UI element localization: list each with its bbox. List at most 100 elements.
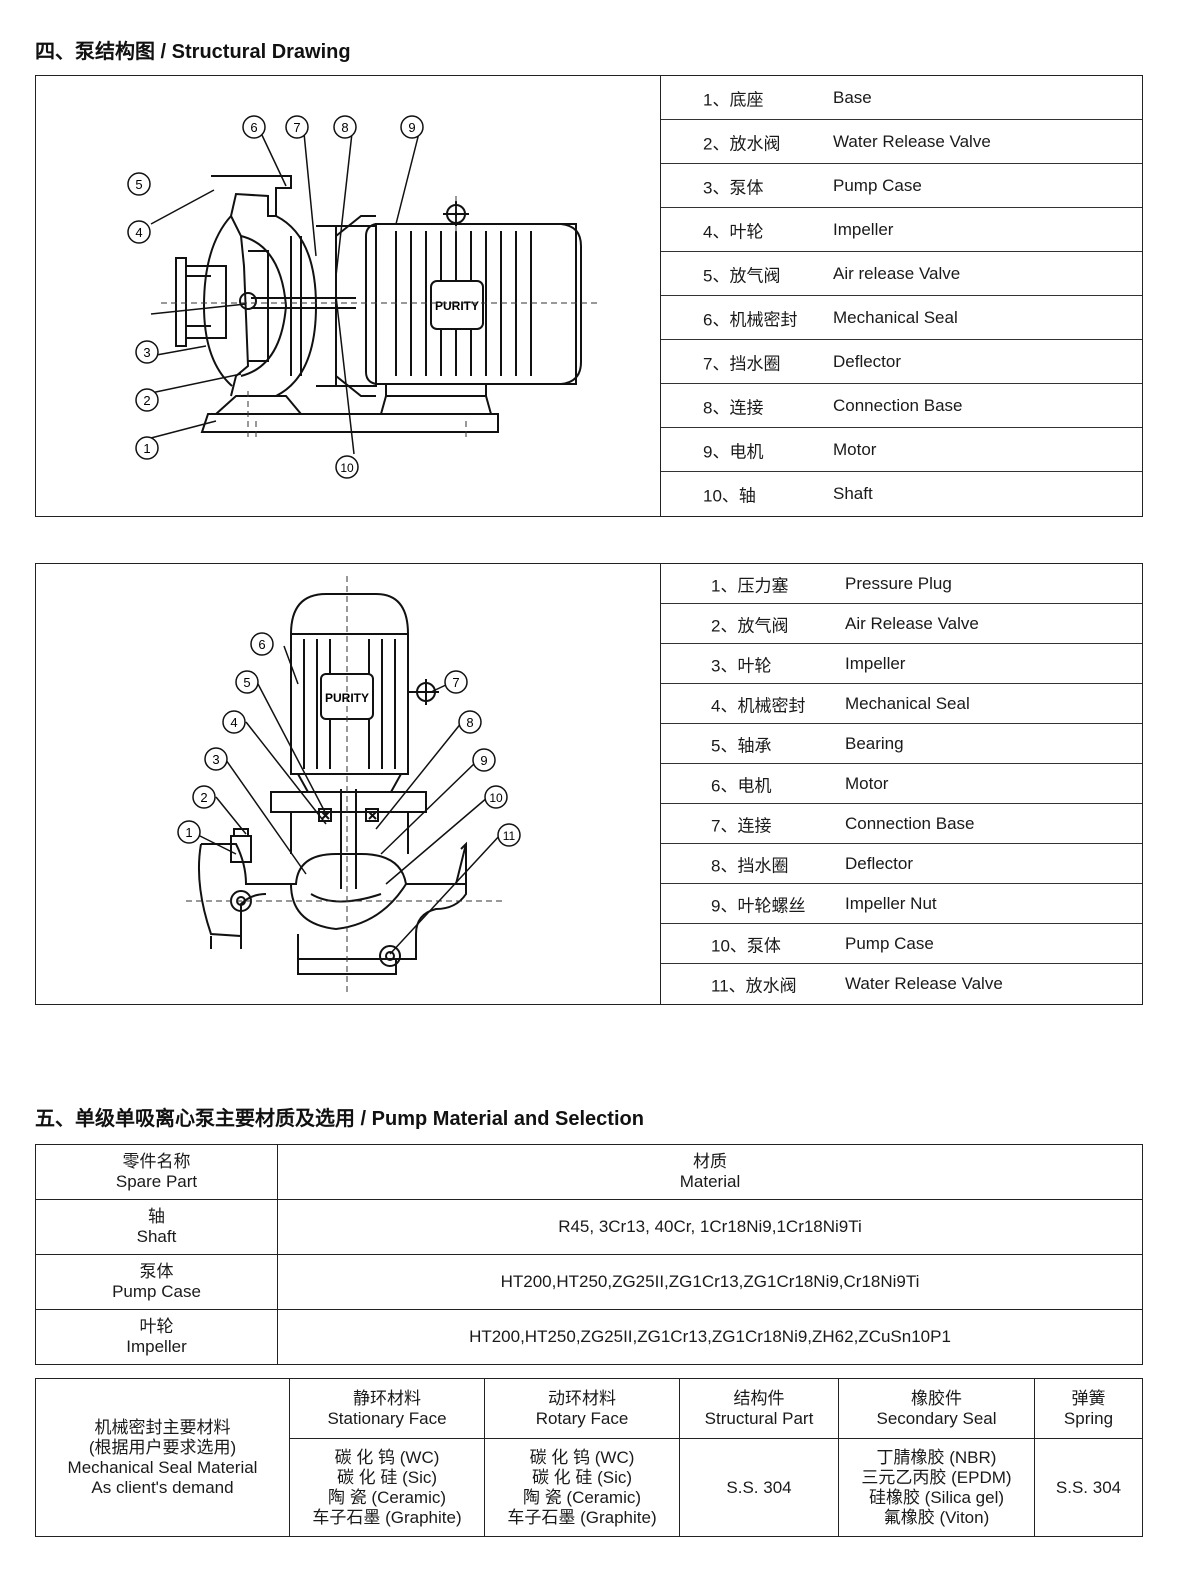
vertical-pump-drawing: PURITY 1 2 3 4 5 6 7 8 9 10 11 xyxy=(36,564,661,1004)
callout-9: 9 xyxy=(399,114,425,145)
svg-text:8: 8 xyxy=(341,120,348,135)
material-cell: HT200,HT250,ZG25II,ZG1Cr13,ZG1Cr18Ni9,ZH… xyxy=(277,1309,1143,1365)
vertical-pump-diagram: PURITY xyxy=(186,576,506,996)
callout-1: 1 xyxy=(176,819,202,850)
callout-4: 4 xyxy=(126,219,152,250)
callout-4: 4 xyxy=(221,709,247,740)
callout-9: 9 xyxy=(471,747,497,778)
mechanical-seal-table: 机械密封主要材料(根据用户要求选用)Mechanical Seal Materi… xyxy=(35,1378,1143,1537)
svg-text:7: 7 xyxy=(452,675,459,690)
callout-7: 7 xyxy=(443,669,469,700)
brand-logo: PURITY xyxy=(435,299,479,313)
callout-2: 2 xyxy=(134,387,160,418)
section-title-structural-drawing: 四、泵结构图 / Structural Drawing xyxy=(35,41,351,63)
seal-header-row: 机械密封主要材料(根据用户要求选用)Mechanical Seal Materi… xyxy=(35,1378,1143,1537)
svg-text:9: 9 xyxy=(408,120,415,135)
callout-2: 2 xyxy=(191,784,217,815)
svg-text:10: 10 xyxy=(489,791,503,805)
svg-text:11: 11 xyxy=(503,829,516,843)
callout-11: 11 xyxy=(496,822,522,853)
spring-value: S.S. 304 xyxy=(1034,1438,1143,1537)
secondary-seal-values: 丁腈橡胶 (NBR)三元乙丙胶 (EPDM)硅橡胶 (Silica gel)氟橡… xyxy=(838,1438,1035,1537)
horizontal-pump-drawing: PURITY 5 4 3 2 1 6 7 8 9 10 xyxy=(36,76,661,516)
callout-6: 6 xyxy=(249,631,275,662)
callout-1: 1 xyxy=(134,435,160,466)
svg-text:8: 8 xyxy=(466,715,473,730)
svg-text:3: 3 xyxy=(143,345,150,360)
section-title-material-selection: 五、单级单吸离心泵主要材质及选用 / Pump Material and Sel… xyxy=(35,1108,644,1130)
svg-text:5: 5 xyxy=(135,177,142,192)
svg-text:4: 4 xyxy=(230,715,237,730)
rotary-face-values: 碳 化 钨 (WC)碳 化 硅 (Sic)陶 瓷 (Ceramic)车子石墨 (… xyxy=(484,1438,680,1537)
svg-text:1: 1 xyxy=(185,825,192,840)
callout-3: 3 xyxy=(134,339,160,370)
svg-text:2: 2 xyxy=(200,790,207,805)
callout-8: 8 xyxy=(457,709,483,740)
callout-5: 5 xyxy=(126,171,152,202)
seal-label-cell: 机械密封主要材料(根据用户要求选用)Mechanical Seal Materi… xyxy=(35,1378,290,1537)
svg-text:4: 4 xyxy=(135,225,142,240)
structural-part-value: S.S. 304 xyxy=(679,1438,839,1537)
callout-10: 10 xyxy=(334,454,360,485)
callout-7: 7 xyxy=(284,114,310,145)
svg-text:5: 5 xyxy=(243,675,250,690)
svg-text:9: 9 xyxy=(480,753,487,768)
svg-text:6: 6 xyxy=(250,120,257,135)
svg-text:2: 2 xyxy=(143,393,150,408)
callout-8: 8 xyxy=(332,114,358,145)
callout-5: 5 xyxy=(234,669,260,700)
svg-text:10: 10 xyxy=(340,461,354,475)
callout-6: 6 xyxy=(241,114,267,145)
svg-text:1: 1 xyxy=(143,441,150,456)
svg-text:3: 3 xyxy=(212,752,219,767)
callout-10: 10 xyxy=(483,784,509,815)
svg-text:6: 6 xyxy=(258,637,265,652)
horizontal-pump-diagram: PURITY xyxy=(150,132,601,455)
material-cell: HT200,HT250,ZG25II,ZG1Cr13,ZG1Cr18Ni9,Cr… xyxy=(277,1254,1143,1310)
svg-text:7: 7 xyxy=(293,120,300,135)
seal-values-row: 碳 化 钨 (WC)碳 化 硅 (Sic)陶 瓷 (Ceramic)车子石墨 (… xyxy=(36,1438,1143,1537)
stationary-face-values: 碳 化 钨 (WC)碳 化 硅 (Sic)陶 瓷 (Ceramic)车子石墨 (… xyxy=(289,1438,485,1537)
material-cell: R45, 3Cr13, 40Cr, 1Cr18Ni9,1Cr18Ni9Ti xyxy=(277,1199,1143,1255)
callout-3: 3 xyxy=(203,746,229,777)
